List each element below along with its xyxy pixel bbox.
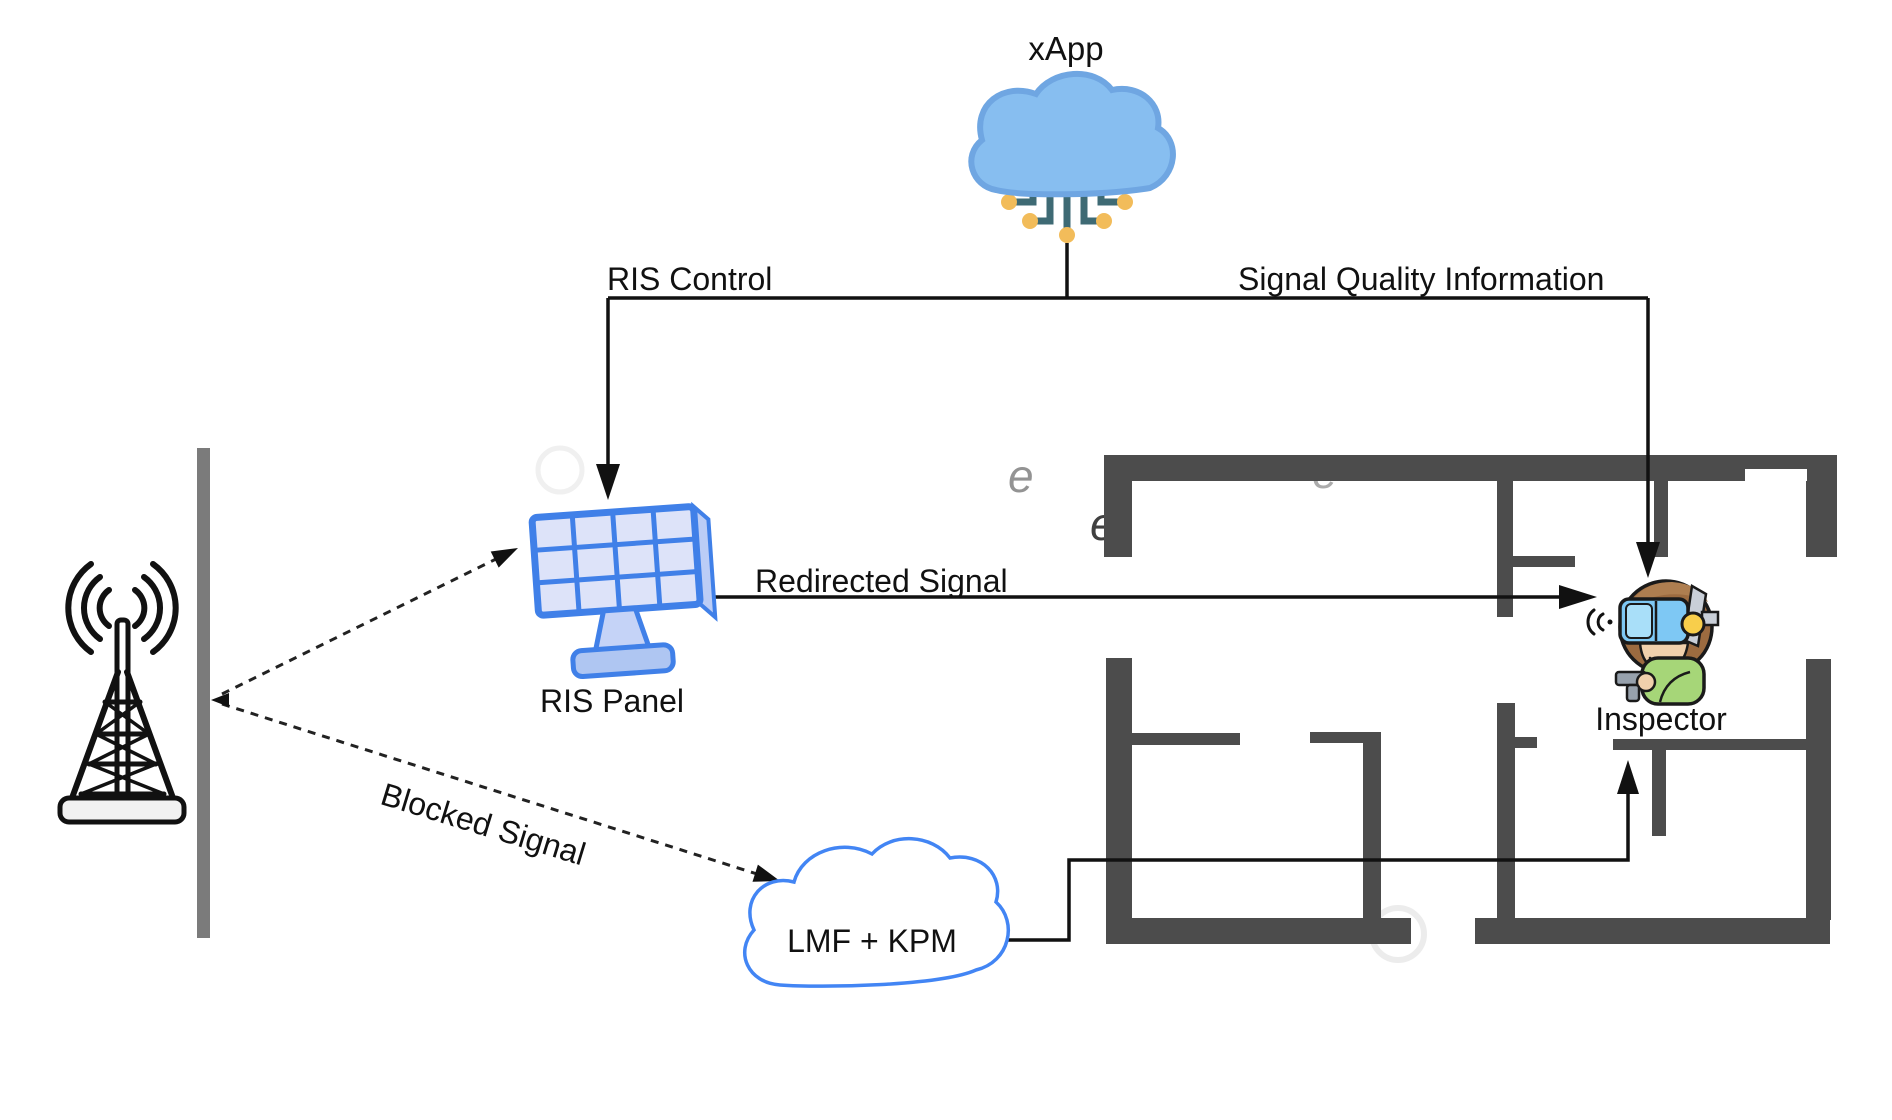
edge-incident-signal: [221, 557, 497, 696]
label-lmf: LMF + KPM: [787, 923, 957, 959]
inspector-icon: [1586, 579, 1720, 706]
signal-dot: [1607, 619, 1613, 625]
xapp-cloud-body: [968, 70, 1176, 198]
blocking-wall: [197, 448, 210, 938]
arrowheads: [211, 464, 1660, 882]
wall-topright-leg: [1806, 481, 1837, 557]
wall-center-stub: [1515, 737, 1537, 748]
goggles-lens: [1625, 603, 1653, 639]
wall-bottom-right: [1475, 918, 1830, 944]
label-xapp: xApp: [1028, 30, 1103, 67]
lmf-cloud: [743, 837, 1011, 988]
scanner-grip: [1625, 683, 1641, 703]
signal-waves-icon: [1586, 608, 1605, 636]
wall-top: [1104, 455, 1837, 481]
connectors: [606, 243, 1650, 942]
circuit-dots: [1001, 194, 1133, 243]
arrowhead-ris-control: [596, 464, 620, 500]
arrowhead-redirected-signal: [1559, 585, 1597, 609]
ris-panel-icon: [528, 501, 718, 680]
wall-stub-a: [1513, 556, 1575, 567]
panel-grid: [533, 509, 699, 613]
arrowhead-blocked-signal: [752, 864, 780, 882]
inspector-arm-fold: [1658, 670, 1691, 703]
wall-lowerleft-stub: [1132, 733, 1240, 745]
wall-right-crossbar: [1613, 739, 1830, 750]
goggles-knob: [1680, 611, 1706, 637]
label-signal-quality: Signal Quality Information: [1238, 261, 1604, 297]
label-ris-panel: RIS Panel: [540, 683, 684, 719]
arrowhead-signal-quality: [1636, 542, 1660, 578]
label-redirected-signal: Redirected Signal: [755, 563, 1008, 599]
inspector-hand: [1635, 671, 1657, 693]
wall-center-vertical: [1497, 703, 1515, 920]
wall-bottom-left: [1106, 918, 1411, 944]
radio-tower-icon: [57, 561, 187, 825]
panel-base: [570, 642, 676, 680]
edge-blocked-signal: [221, 702, 758, 876]
wall-top-door-gap: [1745, 469, 1807, 482]
wall-crossbar-leg: [1652, 750, 1666, 836]
label-ris-control: RIS Control: [607, 261, 772, 297]
svg-text:e: e: [1008, 450, 1034, 502]
arrowhead-lmf-feedback: [1617, 760, 1639, 794]
inspector-hair-highlight: [1626, 582, 1708, 612]
wall-topleft-leg: [1104, 481, 1132, 557]
wall-interior-leg-b: [1654, 481, 1668, 557]
label-inspector: Inspector: [1595, 701, 1727, 737]
dashed-signals: [221, 557, 758, 876]
label-blocked-signal: Blocked Signal: [377, 776, 590, 872]
arrowhead-at-wall: [211, 693, 229, 707]
wall-interior-leg-a: [1497, 481, 1513, 617]
wall-lowerleft: [1106, 658, 1132, 920]
arrowhead-incident-signal: [490, 548, 518, 568]
wall-right: [1806, 659, 1831, 920]
xapp-cloud-icon: [968, 70, 1176, 243]
building-floor-plan: [1104, 455, 1837, 944]
wall-mid-vertical: [1363, 732, 1381, 920]
wall-mid-stub: [1310, 732, 1370, 743]
edge-lmf-feedback: [1007, 794, 1630, 942]
